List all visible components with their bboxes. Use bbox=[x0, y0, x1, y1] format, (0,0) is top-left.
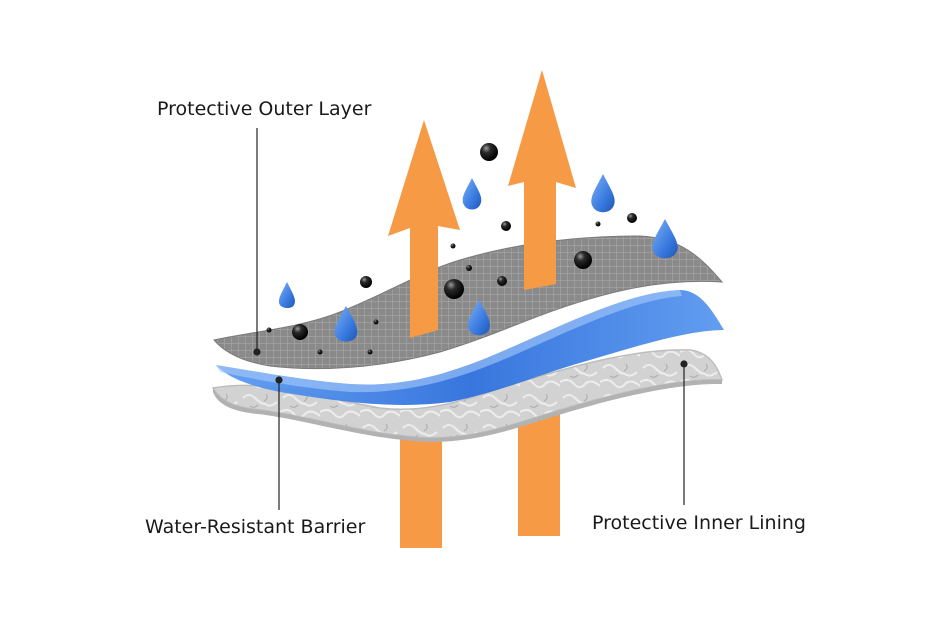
water-drop-icon bbox=[278, 282, 296, 308]
dirt-particle-icon bbox=[292, 324, 308, 340]
water-drop-icon bbox=[462, 178, 482, 210]
water-drops bbox=[278, 174, 678, 342]
dirt-particle-icon bbox=[373, 319, 379, 325]
dirt-particle-icon bbox=[367, 349, 373, 355]
dirt-particle-icon bbox=[266, 327, 272, 333]
right-arrow-stem-lower bbox=[518, 410, 560, 536]
dirt-particle-icon bbox=[501, 221, 511, 231]
dirt-particle-icon bbox=[444, 279, 464, 299]
dirt-particle-icon bbox=[450, 243, 456, 249]
barrier-highlight bbox=[216, 290, 682, 393]
leader-lines bbox=[253, 128, 688, 510]
inner-lining-layer bbox=[211, 349, 724, 439]
water-drop-icon bbox=[334, 306, 358, 342]
dirt-particle-icon bbox=[627, 213, 637, 223]
dirt-particle-icon bbox=[574, 251, 592, 269]
inner-lining-label: Protective Inner Lining bbox=[592, 512, 806, 534]
water-drop-icon bbox=[652, 219, 678, 259]
dirt-particle-icon bbox=[317, 349, 323, 355]
inner-lining-leader-dot bbox=[680, 360, 688, 368]
dirt-particle-icon bbox=[480, 143, 498, 161]
dirt-particle-icon bbox=[497, 276, 507, 286]
water-drop-icon bbox=[591, 174, 615, 213]
outer-layer-leader-dot bbox=[253, 348, 261, 356]
dirt-particles bbox=[266, 143, 637, 355]
inner-lining-edge bbox=[213, 379, 722, 442]
left-arrow-stem-lower bbox=[400, 430, 442, 548]
lower-arrow-stems bbox=[400, 410, 560, 548]
vapor-arrow-icon bbox=[388, 120, 460, 338]
barrier-leader-dot bbox=[275, 376, 283, 384]
dirt-particle-icon bbox=[595, 221, 601, 227]
water-drop-icon bbox=[468, 300, 490, 336]
vapor-arrow-icon bbox=[508, 70, 576, 290]
dirt-particle-icon bbox=[466, 265, 472, 271]
barrier-label: Water-Resistant Barrier bbox=[145, 516, 366, 538]
outer-layer-label: Protective Outer Layer bbox=[157, 98, 372, 120]
upper-arrows bbox=[388, 70, 576, 338]
dirt-particle-icon bbox=[360, 276, 372, 288]
